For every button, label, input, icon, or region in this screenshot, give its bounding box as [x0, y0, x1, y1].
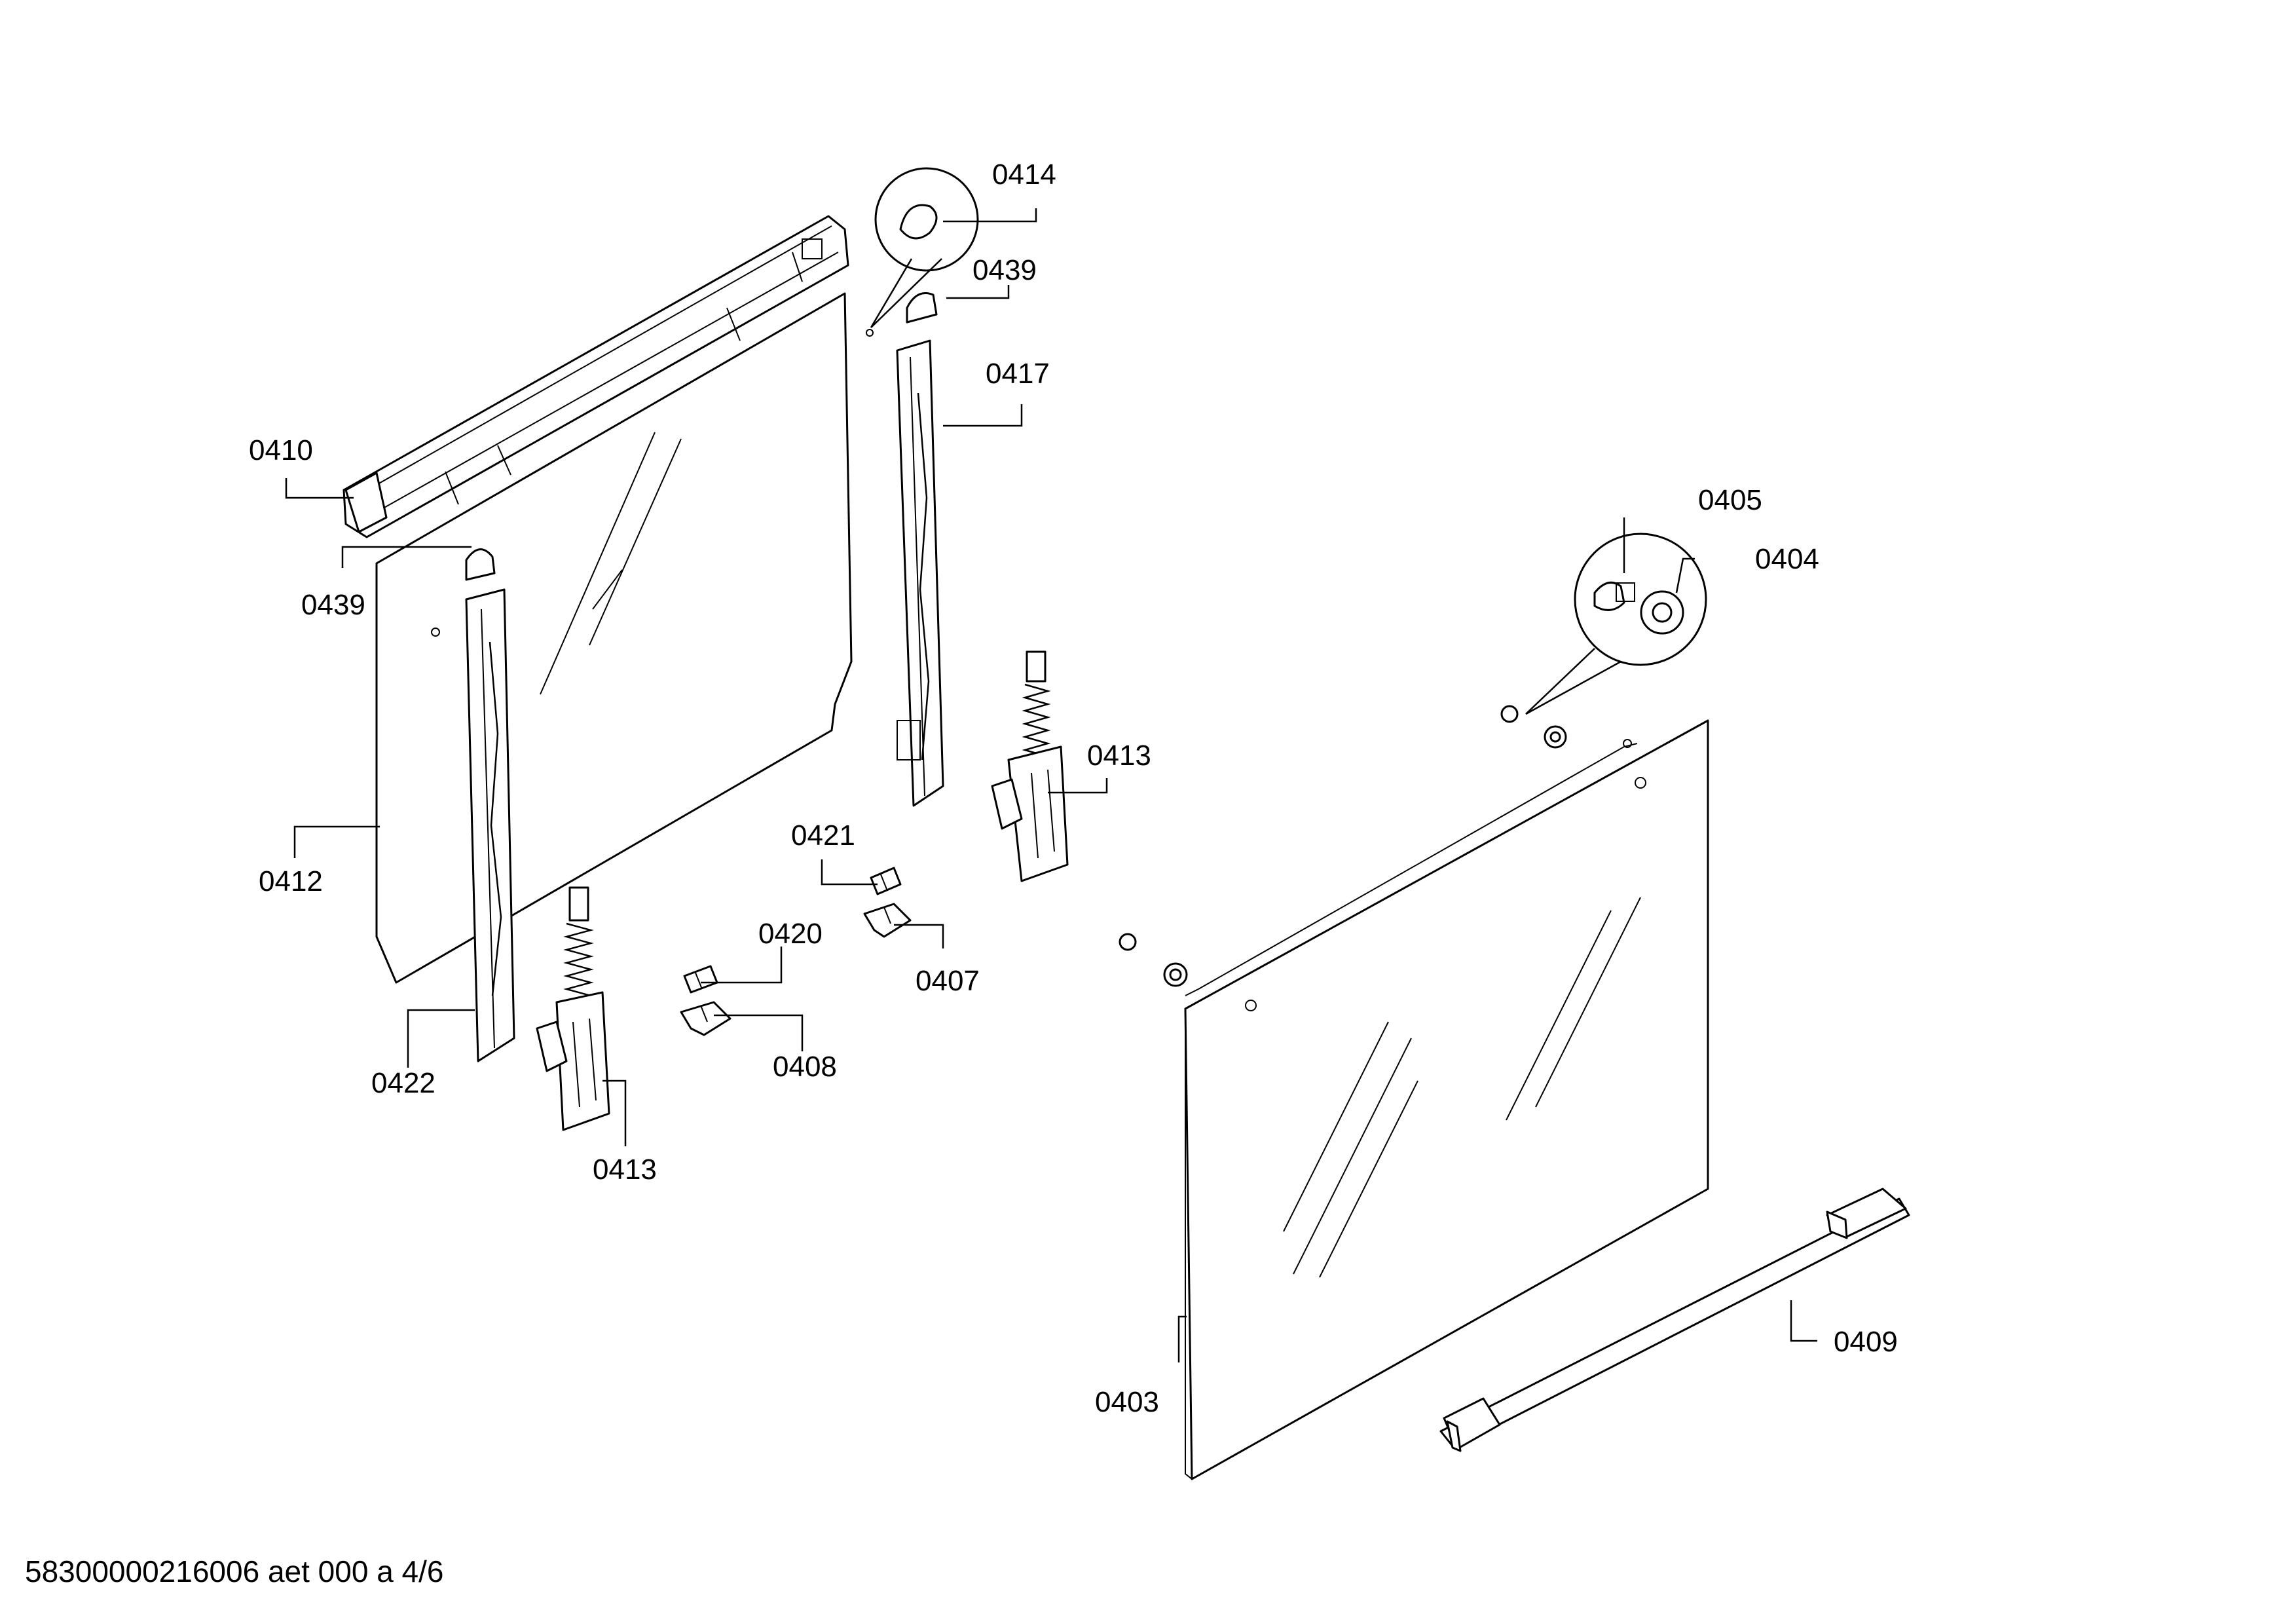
part-0414-detail — [866, 167, 979, 337]
part-0413-right-hinge — [991, 650, 1069, 882]
label-0408: 0408 — [773, 1051, 837, 1083]
part-0409-handle — [1439, 1188, 1910, 1452]
label-0414: 0414 — [992, 159, 1056, 191]
label-0422: 0422 — [371, 1067, 435, 1099]
label-0409: 0409 — [1834, 1326, 1898, 1358]
part-0417-right-rail — [896, 339, 944, 807]
part-labels: 0414 0439 0417 0410 0439 0405 0404 0413 … — [249, 159, 1898, 1418]
label-0421: 0421 — [791, 819, 855, 852]
label-0404: 0404 — [1755, 543, 1819, 575]
label-0439-top: 0439 — [972, 254, 1037, 286]
document-code: 58300000216006 aet 000 a 4/6 — [25, 1554, 444, 1588]
label-0407: 0407 — [916, 965, 980, 997]
part-0439-left-clip — [465, 548, 496, 581]
label-0439-left: 0439 — [301, 589, 365, 621]
label-0405: 0405 — [1698, 484, 1762, 516]
part-0421-bracket — [870, 867, 902, 895]
part-0439-top-clip — [906, 292, 938, 324]
part-0413-left-hinge — [536, 886, 610, 1131]
label-0413-right: 0413 — [1087, 740, 1151, 772]
label-0403: 0403 — [1095, 1386, 1159, 1418]
label-0410: 0410 — [249, 434, 313, 466]
part-0410-top-trim — [343, 215, 849, 538]
leader-lines — [285, 208, 1817, 1362]
part-0403-outer-door — [1184, 719, 1709, 1480]
part-0422-left-rail — [431, 588, 515, 1062]
part-0405-0404-detail — [1525, 533, 1707, 715]
label-0412: 0412 — [259, 865, 323, 897]
label-0420: 0420 — [758, 918, 823, 950]
part-0407-bracket — [863, 903, 912, 938]
label-0413-left: 0413 — [593, 1154, 657, 1186]
part-0420-bracket — [683, 965, 718, 994]
door-fixing-bolts — [1119, 705, 1567, 987]
label-0417: 0417 — [986, 358, 1050, 390]
part-0408-bracket — [680, 1001, 731, 1036]
